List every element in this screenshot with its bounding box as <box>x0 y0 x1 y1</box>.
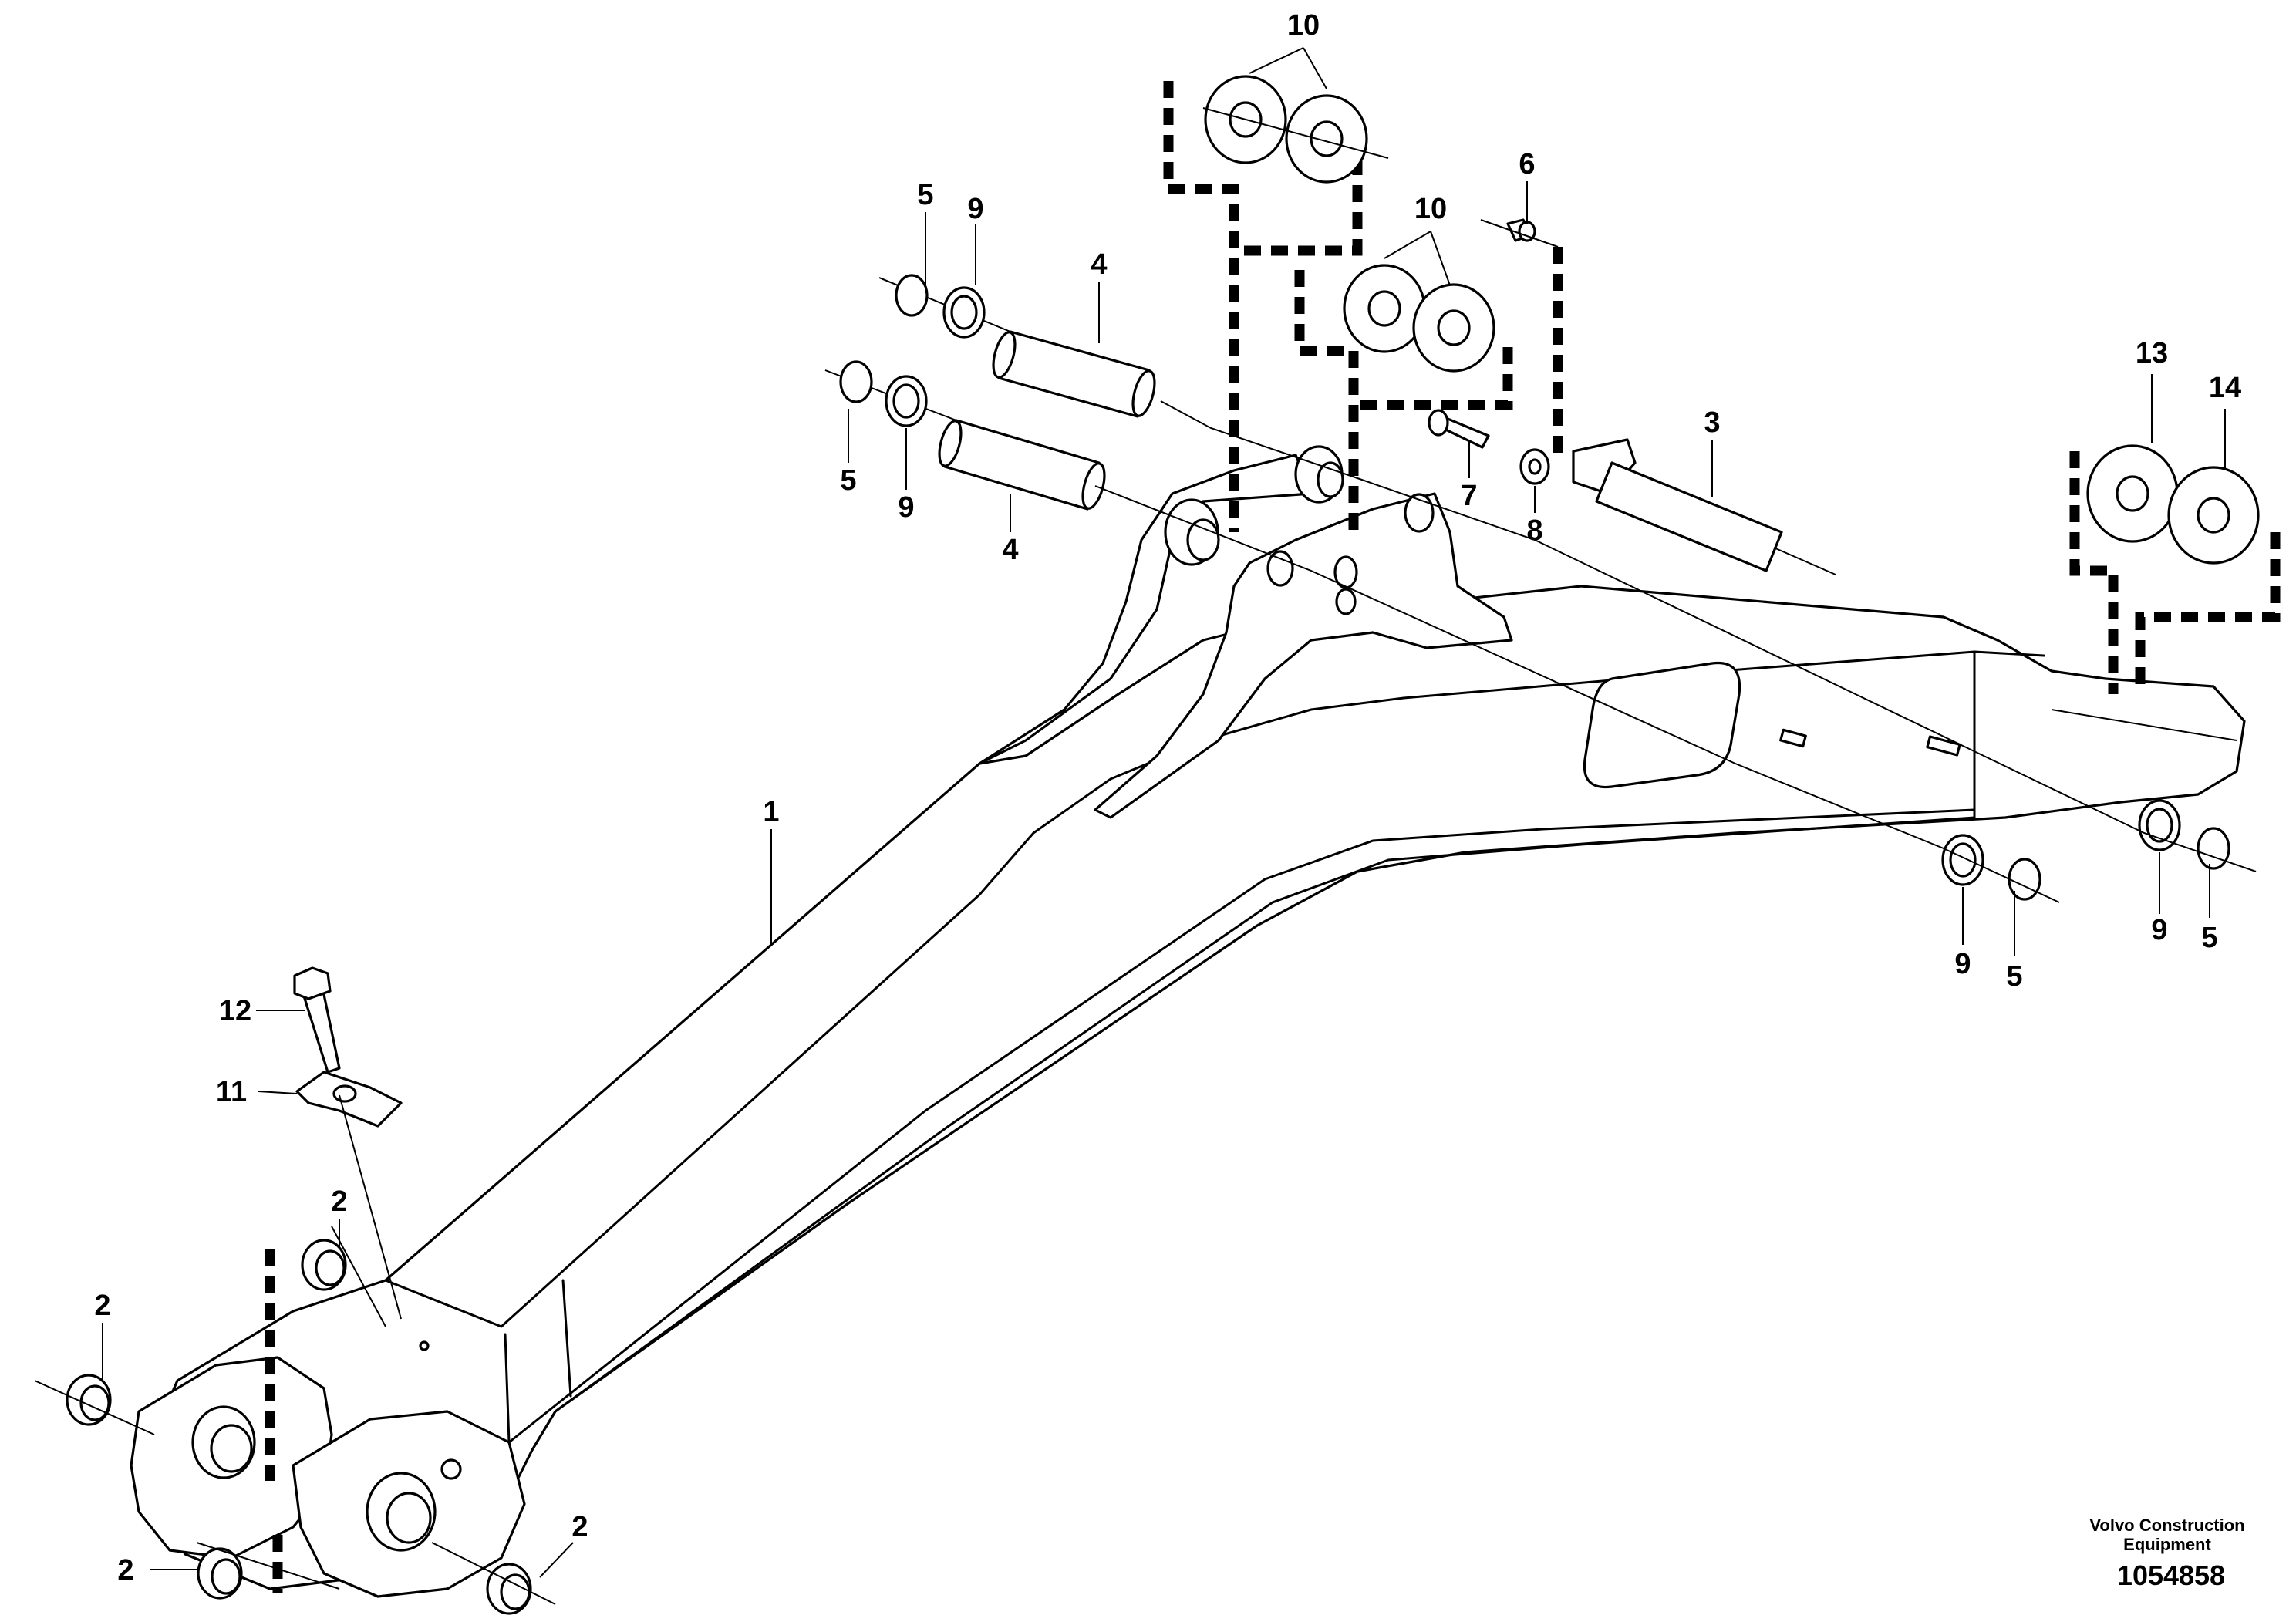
cylinder-body <box>1595 461 1783 572</box>
bracket-shims-mid <box>1294 270 1359 532</box>
shim-10c-hole <box>1367 290 1401 327</box>
callout-14: 14 <box>2209 372 2241 404</box>
bracket-shims-top <box>1163 81 1239 532</box>
boom-window <box>1583 661 1741 789</box>
washer-9b-hole <box>892 383 920 419</box>
shim-10d-hole <box>1437 309 1471 346</box>
boom-peg-2 <box>1926 735 1961 757</box>
ear-bushing-bore <box>1186 518 1220 561</box>
bushing-2c-bore <box>211 1558 241 1595</box>
callout-5: 5 <box>840 464 856 497</box>
leaders <box>102 47 2226 1578</box>
boom-side-edge <box>507 808 1976 1444</box>
bolt-7 <box>1428 409 1490 449</box>
grease-nipple-6 <box>1480 218 1559 248</box>
callout-11: 11 <box>216 1076 247 1108</box>
circlip-5d <box>2197 827 2230 870</box>
callout-10: 10 <box>1287 9 1320 42</box>
shim-10b-hole <box>1310 120 1344 157</box>
pin-4-lower-body <box>943 419 1101 511</box>
washer-9c-hole <box>1949 842 1977 878</box>
callout-5: 5 <box>917 179 933 211</box>
ear-bushing-2-bore <box>1317 461 1344 498</box>
boom-ear-hole-4 <box>1404 493 1435 533</box>
ring-set-upper-left <box>878 274 1011 339</box>
bushing-2a-bore <box>315 1249 346 1286</box>
washer-9a-hole <box>950 295 978 330</box>
bracket-shims-right-b <box>2135 532 2281 694</box>
shim-13-hole <box>2116 475 2149 512</box>
callout-1: 1 <box>763 796 779 828</box>
ring-set-lower-left <box>824 360 957 427</box>
callout-8: 8 <box>1526 514 1542 547</box>
brand-line-2: Equipment <box>2123 1535 2211 1554</box>
shim-14-hole <box>2197 497 2230 534</box>
boom-ear-hole-3 <box>1335 588 1357 615</box>
callout-labels: 1 2 2 2 2 2 3 4 4 5 5 5 5 6 7 8 9 9 9 9 … <box>94 9 2241 1587</box>
callout-2: 2 <box>571 1511 588 1543</box>
callout-3: 3 <box>1704 406 1720 439</box>
kit-brackets <box>265 81 2281 1593</box>
callout-5: 5 <box>2201 922 2217 954</box>
callout-6: 6 <box>1519 148 1535 180</box>
boom-peg <box>1779 728 1807 748</box>
boom <box>130 445 2246 1598</box>
bracket-shims-top-b <box>1234 158 1363 256</box>
boom-weld-seam <box>561 1279 572 1398</box>
pin-lower <box>938 419 1106 511</box>
pin-4-upper-end <box>992 331 1017 379</box>
boom-top-edge-2 <box>504 1333 511 1444</box>
shim-set-mid <box>1343 264 1495 373</box>
pin-4-lower-end <box>938 420 963 467</box>
callout-9: 9 <box>898 491 914 524</box>
washer-9d-hole <box>2146 808 2173 843</box>
assembly-lines <box>34 400 2257 1605</box>
clamp-11 <box>295 1071 403 1128</box>
pin-upper <box>992 330 1156 418</box>
foot-lug-bore-inner <box>210 1424 253 1473</box>
boom-lower-edge <box>554 816 1976 1413</box>
circlip-5b <box>839 360 873 403</box>
callout-4: 4 <box>1002 534 1018 566</box>
cylinder-3 <box>1572 438 1836 575</box>
callout-12: 12 <box>219 995 251 1027</box>
title-block: Volvo Construction Equipment 1054858 <box>2089 1516 2244 1591</box>
shim-set-right <box>2086 444 2260 565</box>
callout-10: 10 <box>1414 193 1447 225</box>
ring-set-right-2 <box>2138 799 2230 870</box>
pin-4-upper-body <box>997 330 1151 418</box>
pin-4-upper-end-2 <box>1131 369 1156 417</box>
boom-ear-right <box>1094 492 1513 819</box>
grease-hole <box>419 1340 430 1351</box>
callout-2: 2 <box>94 1290 110 1322</box>
circlip-5a <box>895 274 929 317</box>
callout-9: 9 <box>2151 914 2167 946</box>
bracket-shims-mid-b <box>1357 347 1513 410</box>
callout-7: 7 <box>1461 480 1477 512</box>
screw-12 <box>293 966 341 1074</box>
callout-5: 5 <box>2006 960 2022 993</box>
boom-ear-hole-2 <box>1333 555 1358 589</box>
callout-9: 9 <box>1954 948 1971 980</box>
callout-4: 4 <box>1091 248 1107 281</box>
bracket-shims-right <box>2069 451 2119 694</box>
brand-line-1: Volvo Construction <box>2089 1516 2244 1535</box>
callout-9: 9 <box>967 193 983 225</box>
drawing-number: 1054858 <box>2117 1560 2225 1591</box>
boom-ear-hole <box>1266 550 1294 587</box>
foot-grease-point <box>440 1458 462 1480</box>
washer-8 <box>1519 448 1550 485</box>
callout-2: 2 <box>331 1185 347 1218</box>
ring-set-right-1 <box>1941 834 2041 901</box>
callout-2: 2 <box>117 1554 133 1587</box>
boom-ear-left <box>978 454 1313 765</box>
callout-13: 13 <box>2136 337 2168 369</box>
shim-set-top <box>1202 75 1389 184</box>
foot-lug-bore-2-inner <box>386 1492 432 1544</box>
